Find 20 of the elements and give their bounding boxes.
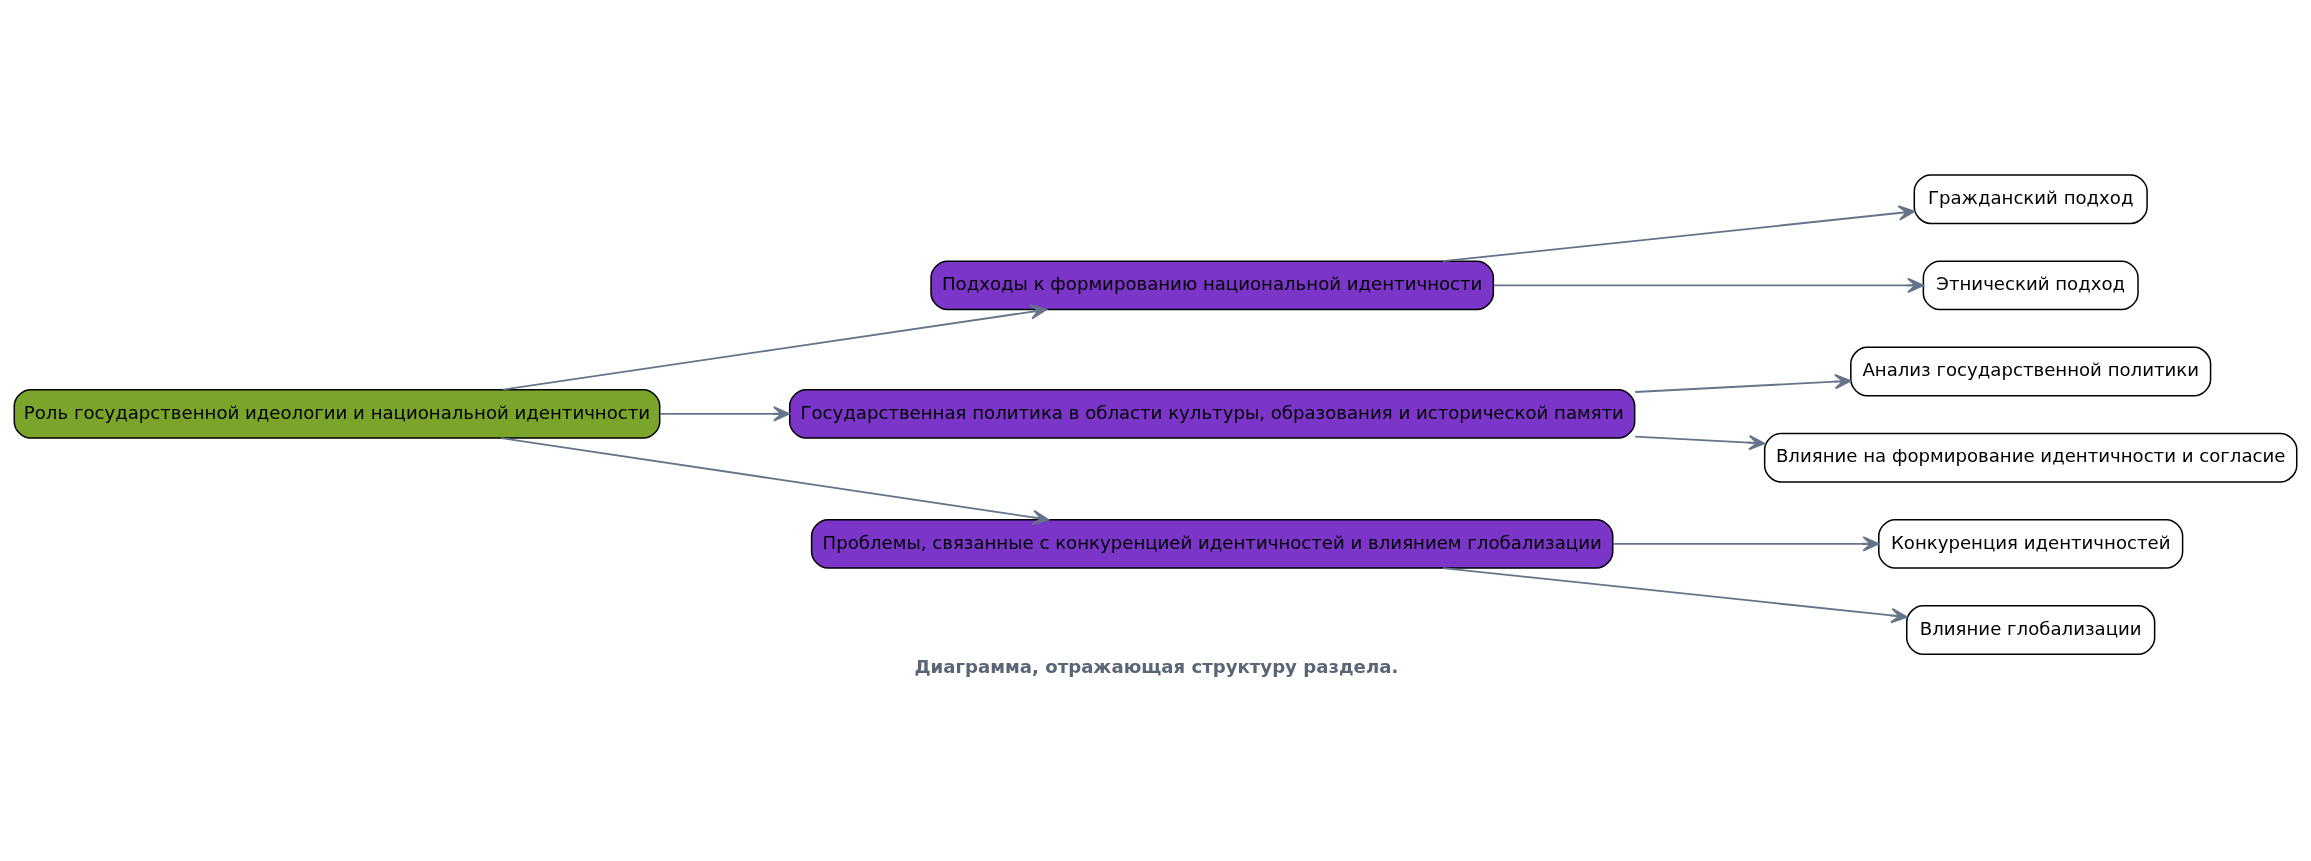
- node-box: Роль государственной идеологии и национальной идентичности: [13, 388, 661, 439]
- node-box: Проблемы, связанные с конкуренцией идентичностей и влиянием глобализации: [810, 518, 1614, 569]
- arrow: [1634, 373, 1852, 393]
- node-box: Государственная политика в области культуры, образования и исторической памяти: [788, 388, 1636, 439]
- arrow: [1442, 567, 1908, 624]
- arrow: [1492, 277, 1924, 294]
- arrow: [1634, 434, 1766, 451]
- arrow: [500, 437, 1050, 526]
- arrow: [502, 304, 1047, 391]
- node-box: Влияние на формирование идентичности и согласие: [1763, 432, 2298, 483]
- arrow: [659, 406, 790, 422]
- node-box: Подходы к формированию национальной идентичности: [930, 260, 1495, 311]
- caption: Диаграмма, отражающая структуру раздела.: [914, 656, 1399, 678]
- arrow: [1612, 536, 1880, 552]
- node-box: Конкуренция идентичностей: [1878, 518, 2184, 569]
- node-box: Гражданский подход: [1913, 174, 2148, 225]
- node-box: Влияние глобализации: [1906, 605, 2156, 655]
- arrow: [1442, 205, 1916, 263]
- node-box: Этнический подход: [1922, 260, 2139, 311]
- node-box: Анализ государственной политики: [1850, 346, 2212, 397]
